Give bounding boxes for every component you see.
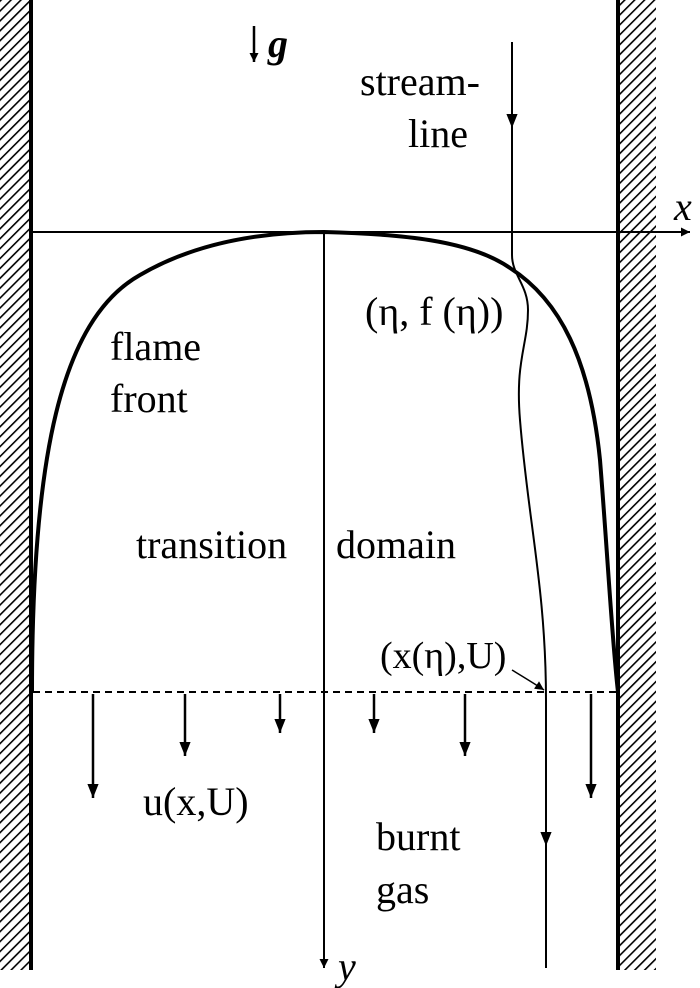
- burnt-gas-label-line2: gas: [376, 867, 429, 912]
- burnt-gas-label-line1: burnt: [376, 814, 460, 859]
- front-point-label: (η, f (η)): [365, 289, 503, 334]
- x-axis-label: x: [673, 184, 692, 229]
- right-wall: [616, 0, 656, 970]
- gravity-label: g: [267, 21, 288, 66]
- left-wall: [0, 0, 33, 970]
- exit-point-label: (x(η),U): [380, 635, 506, 677]
- flame-front-curve: [30, 229, 620, 693]
- velocity-label: u(x,U): [143, 779, 249, 824]
- flame-front-label-line2: front: [110, 376, 188, 421]
- y-axis-label: y: [334, 944, 356, 988]
- streamline-label-line2: line: [408, 111, 468, 156]
- domain-label: domain: [336, 522, 456, 567]
- streamline-label-line1: stream-: [360, 59, 480, 104]
- exit-point-leader: [511, 669, 545, 691]
- transition-label: transition: [136, 522, 287, 567]
- streamline-curve: [511, 42, 547, 968]
- flame-front-label-line1: flame: [110, 324, 201, 369]
- velocity-arrows: [87, 694, 597, 798]
